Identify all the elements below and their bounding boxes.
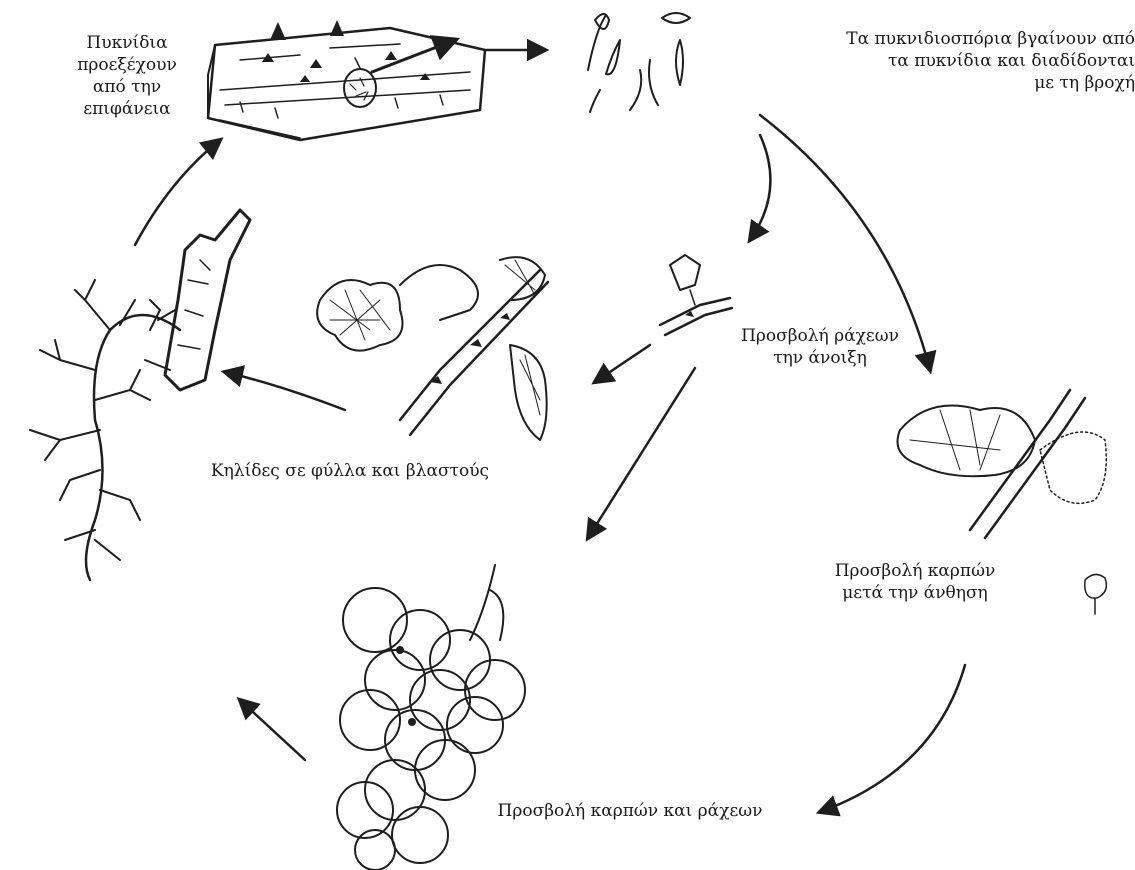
arrow-to-leaves [595, 345, 650, 382]
bark-pycnidia-illustration [208, 20, 485, 140]
arrow-to-pycnidia [135, 140, 220, 245]
label-leaf-shoot-lesions: Κηλίδες σε φύλλα και βλαστούς [160, 460, 540, 482]
leaf-shoot-lesions-illustration [317, 257, 548, 440]
young-shoot-illustration [660, 255, 732, 335]
cycle-arrows [135, 50, 965, 812]
arrow-bunch-return [240, 700, 305, 760]
label-fruit-infection: Προσβολή καρπών μετά την άνθηση [800, 560, 1030, 604]
cane-tendril-illustration [30, 210, 250, 580]
label-bunch-infection: Προσβολή καρπών και ράχεων [450, 800, 810, 822]
label-spring-shoot-infection: Προσβολή ράχεων την άνοιξη [700, 325, 940, 369]
arrow-to-bunch [588, 368, 695, 538]
arrow-to-spring-shoots [750, 135, 770, 240]
label-spores: Τα πυκνιδιοσπόρια βγαίνουν από τα πυκνίδ… [735, 28, 1135, 94]
arrow-to-cane [225, 372, 345, 410]
label-pycnidia: Πυκνίδια προεξέχουν από την επιφάνεια [52, 32, 202, 120]
arrow-fruit-to-bunch [820, 665, 965, 812]
grape-bunch-illustration [337, 565, 525, 870]
spores-illustration [588, 13, 690, 112]
